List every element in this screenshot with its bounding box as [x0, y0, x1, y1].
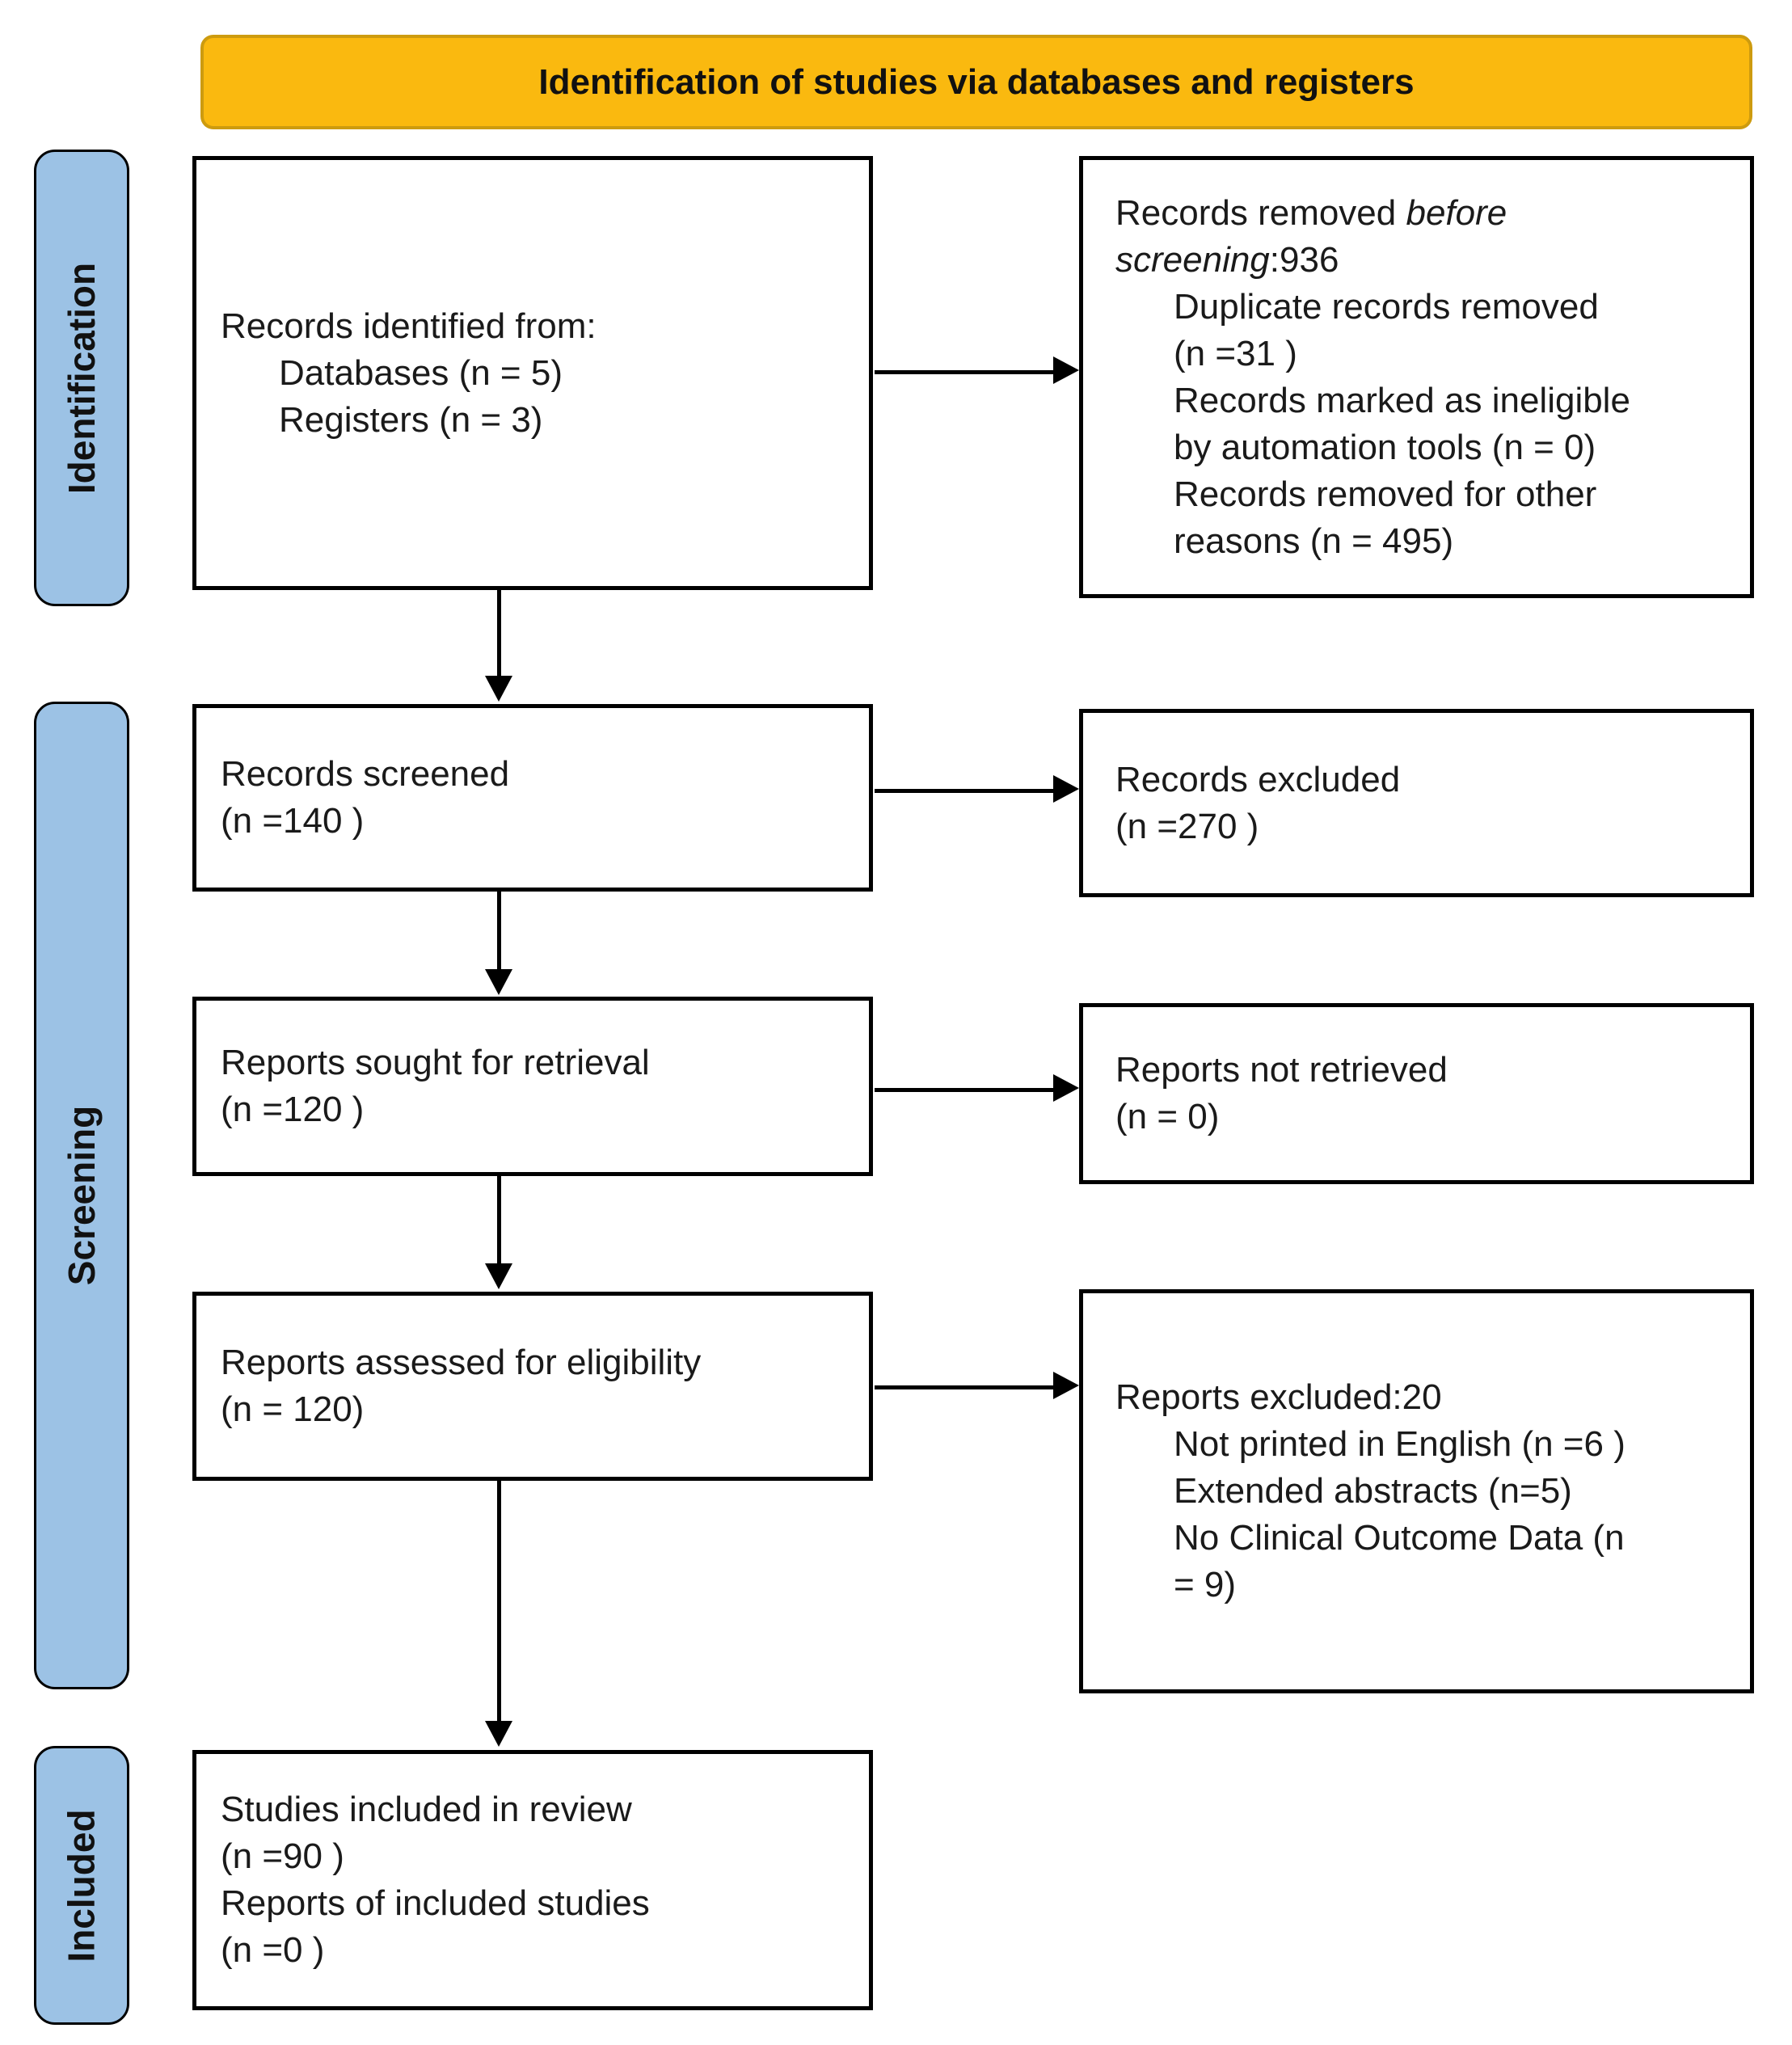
records-removed-item: Duplicate records removed (n =31 )	[1174, 286, 1599, 373]
reports-included-count: (n =0 )	[221, 1930, 325, 1970]
arrowhead-screened-to-sought	[485, 969, 512, 995]
arrow-sought-to-not-retrieved	[875, 1088, 1057, 1092]
stage-screening-label: Screening	[61, 1105, 103, 1286]
header-title: Identification of studies via databases …	[538, 61, 1415, 102]
records-removed-item: Records marked as ineligible by automati…	[1174, 380, 1630, 467]
stage-included: Included	[34, 1746, 129, 2025]
box-reports-assessed: Reports assessed for eligibility (n = 12…	[192, 1292, 873, 1481]
arrowhead-identified-to-removed	[1053, 356, 1079, 384]
arrowhead-screened-to-excluded	[1053, 775, 1079, 803]
box-records-identified: Records identified from: Databases (n = …	[192, 156, 873, 590]
header-banner: Identification of studies via databases …	[200, 35, 1752, 129]
box-records-excluded: Records excluded (n =270 )	[1079, 709, 1754, 897]
stage-identification-label: Identification	[61, 262, 103, 494]
records-removed-count: :936	[1269, 239, 1339, 280]
arrowhead-assessed-to-excluded	[1053, 1372, 1079, 1399]
records-identified-intro: Records identified from:	[221, 306, 597, 346]
records-screened-count: (n =140 )	[221, 801, 365, 841]
box-reports-sought: Reports sought for retrieval (n =120 )	[192, 997, 873, 1176]
reports-not-retrieved-line: Reports not retrieved	[1115, 1050, 1448, 1090]
records-excluded-line: Records excluded	[1115, 759, 1401, 799]
stage-included-label: Included	[61, 1808, 103, 1963]
box-reports-not-retrieved: Reports not retrieved (n = 0)	[1079, 1003, 1754, 1184]
box-studies-included: Studies included in review (n =90 ) Repo…	[192, 1750, 873, 2010]
arrowhead-assessed-to-included	[485, 1721, 512, 1747]
studies-included-line: Studies included in review	[221, 1790, 632, 1829]
arrowhead-sought-to-assessed	[485, 1263, 512, 1289]
reports-sought-line: Reports sought for retrieval	[221, 1043, 650, 1082]
reports-not-retrieved-count: (n = 0)	[1115, 1097, 1220, 1136]
records-removed-prefix: Records removed	[1115, 192, 1406, 233]
stage-identification: Identification	[34, 150, 129, 606]
box-reports-excluded: Reports excluded:20 Not printed in Engli…	[1079, 1289, 1754, 1693]
reports-excluded-item: No Clinical Outcome Data (n = 9)	[1174, 1518, 1625, 1604]
arrowhead-identified-to-screened	[485, 676, 512, 702]
records-identified-item: Registers (n = 3)	[279, 399, 543, 440]
reports-assessed-line: Reports assessed for eligibility	[221, 1343, 702, 1382]
arrow-identified-to-removed	[875, 370, 1057, 374]
records-removed-italic: before screening	[1115, 192, 1507, 280]
records-removed-title: Records removed before screening:936	[1115, 190, 1734, 284]
reports-included-line: Reports of included studies	[221, 1883, 650, 1923]
records-identified-item: Databases (n = 5)	[279, 352, 563, 393]
studies-included-count: (n =90 )	[221, 1836, 344, 1876]
arrow-screened-to-excluded	[875, 789, 1057, 793]
reports-sought-count: (n =120 )	[221, 1090, 365, 1129]
records-screened-line: Records screened	[221, 754, 510, 794]
stage-screening: Screening	[34, 702, 129, 1689]
arrow-assessed-to-included	[497, 1481, 501, 1724]
box-records-screened: Records screened (n =140 )	[192, 704, 873, 892]
reports-excluded-item: Not printed in English (n =6 )	[1174, 1424, 1625, 1464]
arrow-assessed-to-excluded	[875, 1385, 1057, 1389]
reports-excluded-item: Extended abstracts (n=5)	[1174, 1471, 1572, 1511]
arrowhead-sought-to-not-retrieved	[1053, 1074, 1079, 1102]
reports-excluded-title: Reports excluded:20	[1115, 1377, 1442, 1417]
reports-assessed-count: (n = 120)	[221, 1389, 365, 1429]
arrow-identified-to-screened	[497, 590, 501, 679]
arrow-sought-to-assessed	[497, 1176, 501, 1267]
records-removed-item: Records removed for other reasons (n = 4…	[1174, 474, 1597, 561]
records-excluded-count: (n =270 )	[1115, 806, 1259, 846]
box-records-removed: Records removed before screening:936 Dup…	[1079, 156, 1754, 598]
arrow-screened-to-sought	[497, 892, 501, 972]
